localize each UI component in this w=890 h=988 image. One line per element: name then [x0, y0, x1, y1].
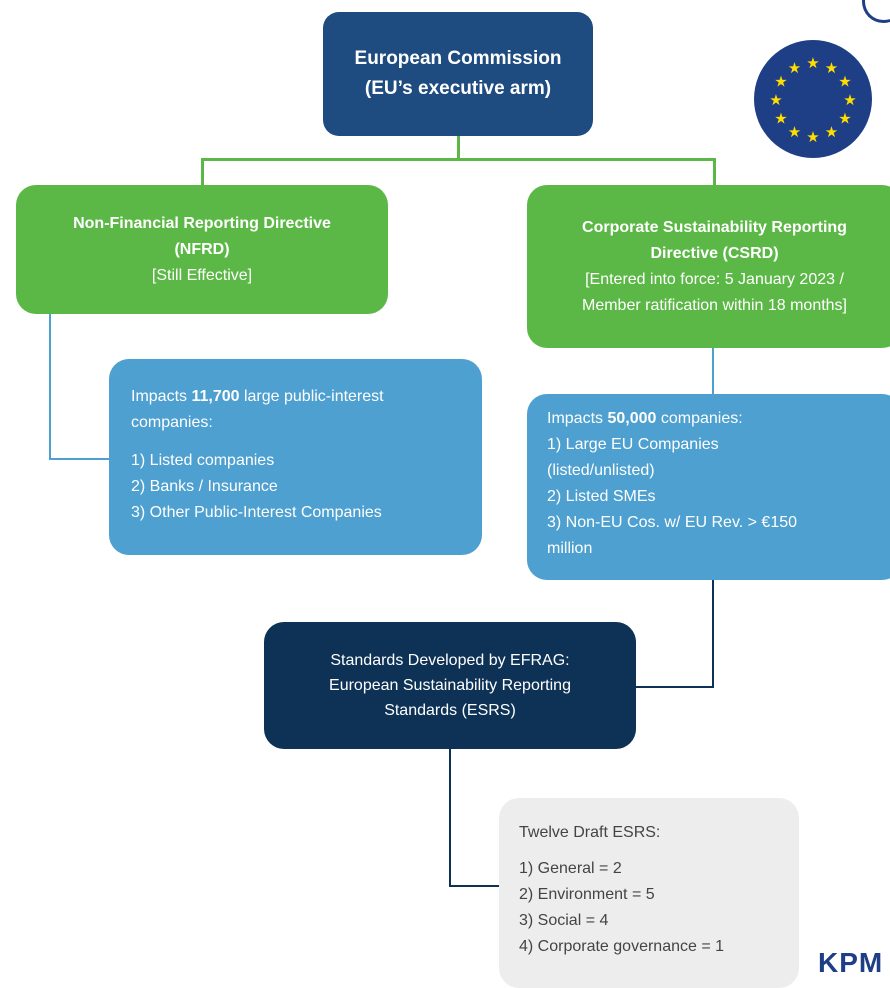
- list-item: (listed/unlisted): [547, 462, 655, 479]
- commission-connector-horizontal: [201, 158, 715, 161]
- efrag-connector-horizontal: [636, 686, 714, 688]
- csrd-title-line2: Directive (CSRD): [650, 244, 779, 262]
- list-item: 2) Listed SMEs: [547, 488, 656, 505]
- nfrd-impact-connector-horizontal: [49, 458, 111, 460]
- csrd-impact-count: 50,000: [607, 410, 657, 427]
- nfrd-title-line1: Non-Financial Reporting Directive: [73, 214, 331, 232]
- esrs-title: Twelve Draft ESRS:: [519, 824, 661, 841]
- esrs-connector-horizontal: [449, 885, 500, 887]
- csrd-impact-connector: [712, 348, 714, 394]
- svg-text:★: ★: [788, 123, 801, 141]
- nfrd-impact-line2: companies:: [131, 414, 213, 431]
- csrd-status-line1: [Entered into force: 5 January 2023 /: [585, 270, 844, 288]
- efrag-line2: European Sustainability Reporting: [329, 677, 571, 694]
- csrd-impact-box: Impacts 50,000 companies: 1) Large EU Co…: [527, 394, 890, 580]
- svg-text:★: ★: [838, 110, 851, 128]
- efrag-connector-vertical: [712, 580, 714, 687]
- csrd-status-line2: Member ratification within 18 months]: [582, 296, 847, 314]
- svg-text:★: ★: [774, 110, 787, 128]
- nfrd-title-line2: (NFRD): [174, 240, 230, 258]
- list-item: 1) General = 2: [519, 860, 622, 877]
- svg-text:★: ★: [843, 91, 856, 109]
- commission-subtitle: (EU’s executive arm): [364, 78, 552, 99]
- list-item: 2) Environment = 5: [519, 886, 655, 903]
- esrs-connector-vertical: [449, 749, 451, 887]
- kpmg-logo: KPM: [818, 947, 884, 978]
- nfrd-impact-suffix: large public-interest: [239, 388, 384, 405]
- list-item: 2) Banks / Insurance: [131, 478, 278, 495]
- nfrd-impact-prefix: Impacts: [131, 388, 192, 405]
- svg-text:★: ★: [769, 91, 782, 109]
- svg-text:★: ★: [838, 73, 851, 91]
- corner-arc-decoration: [862, 0, 890, 23]
- list-item: 3) Social = 4: [519, 912, 609, 929]
- nfrd-box: Non-Financial Reporting Directive (NFRD)…: [16, 185, 388, 314]
- csrd-box: Corporate Sustainability Reporting Direc…: [527, 185, 890, 348]
- nfrd-connector-drop: [201, 158, 204, 185]
- list-item: million: [547, 540, 593, 557]
- svg-text:★: ★: [774, 73, 787, 91]
- list-item: 1) Listed companies: [131, 452, 275, 469]
- nfrd-impact-box: Impacts 11,700 large public-interest com…: [109, 359, 482, 555]
- commission-name: European Commission: [354, 48, 562, 69]
- csrd-title-line1: Corporate Sustainability Reporting: [582, 218, 847, 236]
- commission-connector-vertical: [457, 136, 460, 160]
- csrd-impact-prefix: Impacts: [547, 410, 608, 427]
- svg-text:★: ★: [788, 59, 801, 77]
- eu-flag-icon: ★ ★ ★ ★ ★ ★ ★ ★ ★ ★ ★ ★: [754, 40, 872, 158]
- efrag-line3: Standards (ESRS): [384, 702, 516, 719]
- nfrd-impact-connector-vertical: [49, 314, 51, 460]
- nfrd-status: [Still Effective]: [151, 266, 253, 284]
- esrs-list-box: Twelve Draft ESRS: 1) General = 2 2) Env…: [499, 798, 799, 988]
- list-item: 1) Large EU Companies: [547, 436, 719, 453]
- csrd-impact-suffix: companies:: [656, 410, 743, 427]
- nfrd-impact-headline: Impacts 11,700 large public-interest: [131, 384, 460, 410]
- csrd-connector-drop: [713, 158, 716, 185]
- nfrd-impact-count: 11,700: [191, 388, 240, 405]
- svg-text:★: ★: [825, 59, 838, 77]
- list-item: 3) Other Public-Interest Companies: [131, 504, 382, 521]
- european-commission-box: European Commission (EU’s executive arm): [323, 12, 593, 136]
- list-item: 3) Non-EU Cos. w/ EU Rev. > €150: [547, 514, 798, 531]
- efrag-line1: Standards Developed by EFRAG:: [330, 652, 570, 669]
- svg-text:★: ★: [825, 123, 838, 141]
- eu-flag-stars: ★ ★ ★ ★ ★ ★ ★ ★ ★ ★ ★ ★: [769, 54, 856, 146]
- svg-text:★: ★: [806, 128, 819, 146]
- csrd-impact-headline: Impacts 50,000 companies:: [547, 406, 882, 432]
- svg-text:★: ★: [806, 54, 819, 72]
- efrag-standards-box: Standards Developed by EFRAG: European S…: [264, 622, 636, 749]
- list-item: 4) Corporate governance = 1: [519, 938, 725, 955]
